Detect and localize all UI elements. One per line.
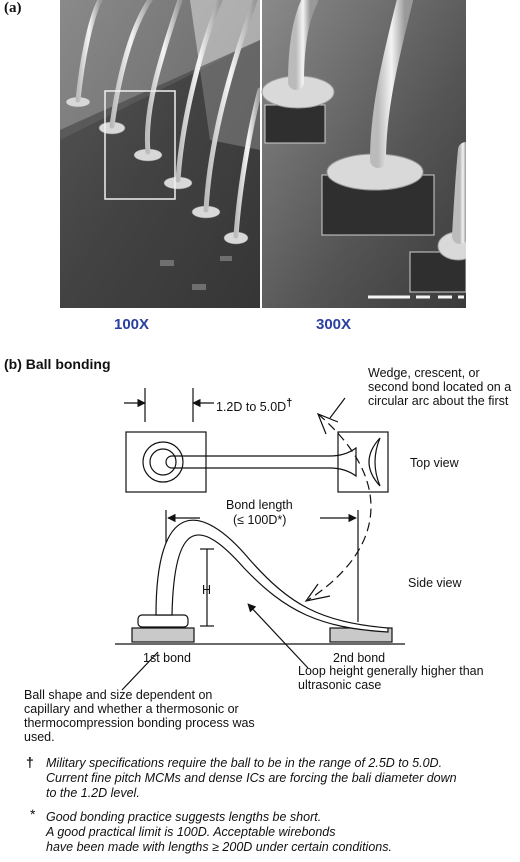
micrograph-300x bbox=[260, 0, 466, 308]
top-view-crescent bbox=[368, 437, 381, 487]
bond-length-limit: (≤ 100D*) bbox=[233, 513, 287, 527]
ball-note-leader bbox=[121, 651, 159, 691]
sem-micrograph bbox=[60, 0, 466, 308]
footnote-asterisk-mark: * bbox=[30, 806, 36, 822]
wedge-leader bbox=[329, 397, 346, 419]
side-view-ball bbox=[137, 614, 189, 628]
side-view-wire-loop bbox=[155, 519, 389, 633]
first-bond-pad bbox=[131, 627, 195, 643]
ball-bond-diagram bbox=[115, 388, 405, 691]
top-view-second-pad bbox=[337, 431, 389, 493]
first-bond-label: 1st bond bbox=[143, 651, 191, 665]
second-bond-label: 2nd bond bbox=[333, 651, 386, 665]
side-view-label: Side view bbox=[408, 576, 462, 590]
footnote-asterisk: Good bonding practice suggests lengths b… bbox=[46, 810, 516, 855]
footnote-line: have been made with lengths ≥ 200D under… bbox=[46, 840, 392, 854]
loop-height-note: Loop height generally higher than ultras… bbox=[298, 664, 484, 692]
wedge-note: Wedge, crescent, or second bond located … bbox=[368, 366, 512, 408]
panel-a-label: (a) bbox=[4, 0, 22, 16]
magnification-300x-label: 300X bbox=[316, 316, 352, 333]
bond-length-label: Bond length bbox=[226, 498, 293, 512]
footnote-line: A good practical limit is 100D. Acceptab… bbox=[46, 825, 336, 839]
footnote-line: Good bonding practice suggests lengths b… bbox=[46, 810, 322, 824]
top-view-wire bbox=[165, 446, 357, 478]
top-view-ball-outer bbox=[142, 441, 184, 483]
top-view-label: Top view bbox=[410, 456, 459, 470]
footnote-dagger: Military specifications require the ball… bbox=[46, 756, 516, 801]
panel-b-label: (b) Ball bonding bbox=[4, 356, 111, 372]
top-view-first-pad bbox=[125, 431, 207, 493]
arc-arrow-bottom bbox=[304, 583, 331, 602]
height-label: H bbox=[202, 583, 212, 597]
second-bond-arc bbox=[307, 413, 372, 601]
footnote-dagger-mark: † bbox=[26, 754, 34, 770]
pitch-label: 1.2D to 5.0D† bbox=[216, 397, 293, 415]
footnote-line: Current fine pitch MCMs and dense ICs ar… bbox=[46, 771, 457, 785]
footnote-line: Military specifications require the ball… bbox=[46, 756, 443, 770]
footnote-line: to the 1.2D level. bbox=[46, 786, 140, 800]
arc-arrow-top bbox=[316, 412, 339, 435]
micrograph-100x bbox=[60, 0, 263, 308]
top-view-ball-inner bbox=[149, 448, 177, 476]
magnification-100x-label: 100X bbox=[114, 316, 150, 333]
loop-note-leader bbox=[247, 603, 309, 669]
ball-shape-note: Ball shape and size dependent on capilla… bbox=[24, 688, 255, 744]
